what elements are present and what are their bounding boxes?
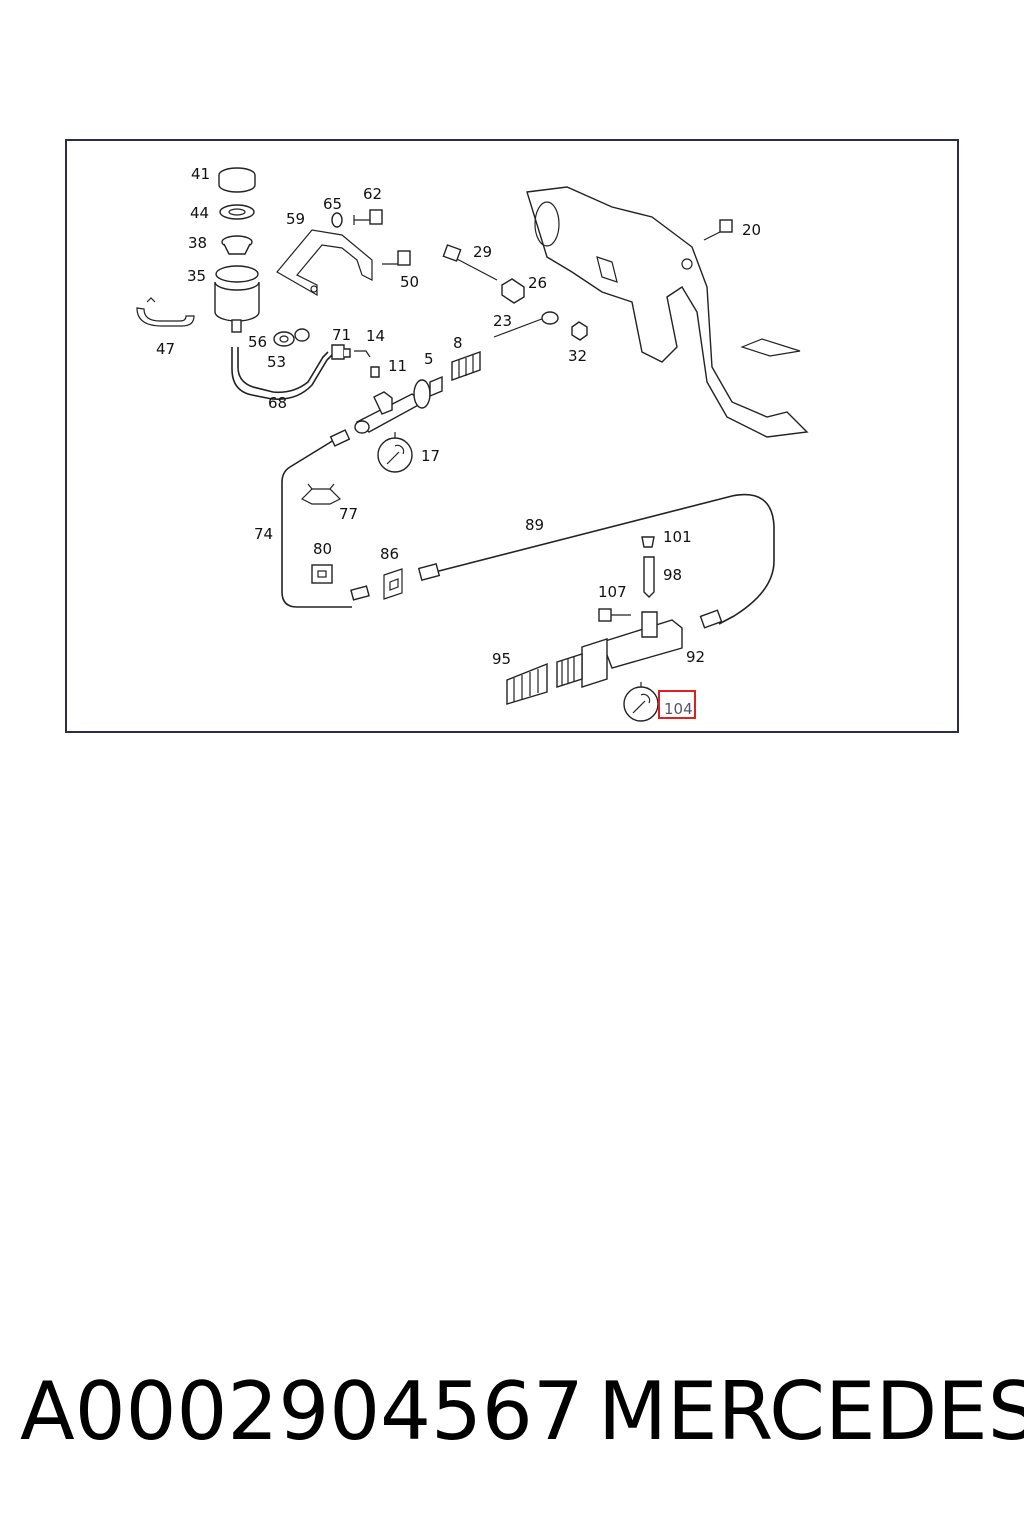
callout-label: 41 [191, 165, 210, 183]
callout-label: 50 [400, 273, 419, 291]
slave-cylinder-92 [556, 611, 683, 688]
wrench-icon [623, 682, 659, 722]
callout-label: 62 [363, 185, 382, 203]
callout-label: 53 [267, 353, 286, 371]
bolt-62 [353, 209, 383, 225]
bolt-29 [442, 244, 498, 281]
callout-label: 101 [663, 528, 692, 546]
callout-label: 68 [268, 394, 287, 412]
grommet-80 [311, 564, 333, 584]
hose-68 [231, 347, 333, 401]
washer-53 [294, 328, 310, 342]
callout-label: 5 [424, 350, 434, 368]
clutch-hydraulics-diagram: 41 44 38 35 59 65 62 50 29 26 23 20 32 4… [136, 165, 809, 722]
callout-label: 17 [421, 447, 440, 465]
part-number: A0002904567 [20, 1365, 584, 1458]
brand-name: MERCEDES [598, 1365, 1024, 1458]
callout-label: 26 [528, 274, 547, 292]
callout-label: 20 [742, 221, 761, 239]
nut-26 [501, 278, 525, 304]
boot-8 [451, 351, 481, 381]
callout-label: 8 [453, 334, 463, 352]
callout-label: 74 [254, 525, 273, 543]
highlight-box [658, 690, 696, 719]
bolt-20 [703, 219, 733, 241]
clamp-47 [136, 297, 195, 327]
bolt-50 [382, 250, 411, 266]
callout-label: 35 [187, 267, 206, 285]
washer-65 [331, 212, 343, 228]
pipe-74 [281, 429, 370, 608]
nipple-11 [370, 366, 380, 378]
callout-label: 71 [332, 326, 351, 344]
callout-label: 59 [286, 210, 305, 228]
reservoir-35 [214, 265, 260, 333]
pedal-box [526, 186, 809, 438]
clip-77 [300, 483, 342, 505]
washer-56 [273, 331, 295, 347]
callout-label: 56 [248, 333, 267, 351]
callout-label: 44 [190, 204, 209, 222]
seal-ring-44 [219, 204, 255, 220]
callout-label: 38 [188, 234, 207, 252]
bracket-86 [383, 568, 403, 600]
master-cylinder-17 [354, 375, 443, 434]
strainer-38 [221, 235, 253, 255]
callout-label: 14 [366, 327, 385, 345]
callout-label: 47 [156, 340, 175, 358]
parts-diagram-frame: 41 44 38 35 59 65 62 50 29 26 23 20 32 4… [65, 139, 959, 733]
callout-label: 65 [323, 195, 342, 213]
pipe-89 [417, 493, 775, 629]
callout-label: 89 [525, 516, 544, 534]
callout-label: 32 [568, 347, 587, 365]
reservoir-cap-41 [218, 167, 256, 193]
callout-label: 77 [339, 505, 358, 523]
callout-label: 86 [380, 545, 399, 563]
callout-label: 92 [686, 648, 705, 666]
bolt-107 [598, 608, 631, 622]
callout-label: 29 [473, 243, 492, 261]
bleeder-cap-101 [641, 536, 655, 548]
callout-label: 95 [492, 650, 511, 668]
clip-71 [331, 344, 351, 360]
callout-label: 23 [493, 312, 512, 330]
bleeder-screw-98 [643, 556, 655, 598]
callout-label-highlighted: 104 [664, 700, 693, 718]
boot-95 [506, 662, 548, 705]
callout-label: 11 [388, 357, 407, 375]
wrench-icon [377, 432, 413, 473]
pushrod-23 [493, 311, 559, 338]
bracket-59 [276, 229, 373, 297]
callout-label: 98 [663, 566, 682, 584]
callout-label: 80 [313, 540, 332, 558]
callout-label: 107 [598, 583, 627, 601]
nut-32 [571, 321, 588, 341]
elbow-14 [354, 350, 371, 358]
